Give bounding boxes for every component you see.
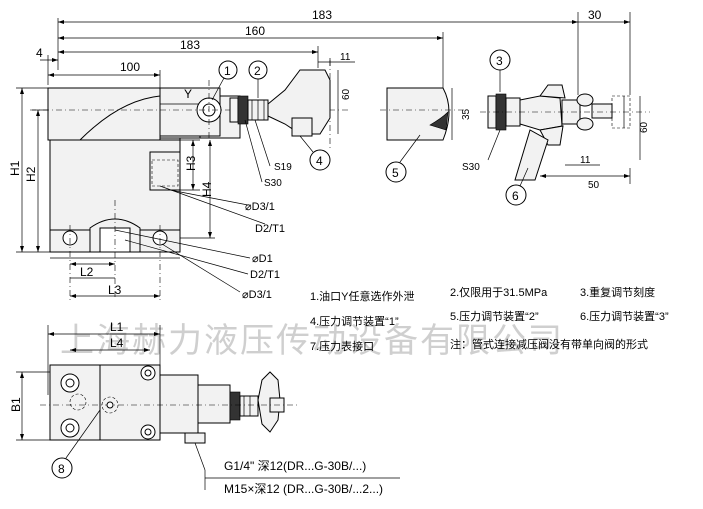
dim-H1: H1 bbox=[8, 160, 22, 176]
label-S30-b: S30 bbox=[462, 162, 480, 173]
top-dimensions: 183 30 160 4 183 100 11 bbox=[36, 8, 631, 95]
note-7: 7.压力表接口 bbox=[310, 341, 375, 353]
dim-L4: L4 bbox=[110, 336, 124, 350]
callouts-front: 1 2 4 bbox=[211, 60, 331, 171]
note-8: 注：管式连接减压阀没有带单向阀的形式 bbox=[450, 339, 648, 351]
adjuster-view-2: 35 5 bbox=[380, 87, 472, 183]
label-D1: ⌀D1 bbox=[252, 253, 273, 265]
note-2: 2.仅限用于31.5MPa bbox=[450, 287, 548, 299]
front-view: 60 H1 H2 bbox=[8, 60, 352, 300]
label-S19: S19 bbox=[274, 162, 292, 173]
dim-100: 100 bbox=[120, 60, 140, 74]
dim-30: 30 bbox=[588, 8, 602, 22]
dim-H3: H3 bbox=[184, 155, 198, 171]
callout-5: 5 bbox=[392, 166, 399, 180]
label-D2-T1-a: D2/T1 bbox=[255, 223, 285, 235]
note-6: 6.压力调节装置“3” bbox=[580, 311, 669, 323]
dim-H4: H4 bbox=[200, 181, 214, 197]
watermark-text: 上海赫力液压传动设备有限公司 bbox=[60, 321, 564, 361]
dim-phi60-top: 60 bbox=[341, 88, 352, 100]
note-3: 3.重复调节刻度 bbox=[580, 287, 656, 299]
label-D2-T1-b: D2/T1 bbox=[250, 269, 280, 281]
dim-L3: L3 bbox=[108, 283, 122, 297]
dim-H2: H2 bbox=[24, 166, 38, 182]
callout-6: 6 bbox=[512, 189, 519, 203]
note-5: 5.压力调节装置“2” bbox=[450, 311, 539, 323]
adjuster-view-3: 60 11 50 S30 3 6 bbox=[462, 49, 650, 206]
dim-L1: L1 bbox=[110, 320, 124, 334]
dim-160: 160 bbox=[245, 24, 265, 38]
label-Y: Y bbox=[184, 87, 192, 101]
label-thread-2: M15×深12 (DR...G-30B/...2...) bbox=[224, 482, 383, 496]
label-D3-1-b: ⌀D3/1 bbox=[242, 289, 272, 301]
note-1: 1.油口Y任意选作外泄 bbox=[310, 291, 415, 303]
front-view-labels: S19 S30 ⌀D3/1 D2/T1 ⌀D1 D2/T1 ⌀D3/1 bbox=[242, 162, 292, 301]
dim-11-right: 11 bbox=[580, 155, 591, 166]
label-S30-a: S30 bbox=[264, 178, 282, 189]
callout-1: 1 bbox=[224, 64, 231, 78]
dim-B1: B1 bbox=[9, 397, 23, 412]
callout-4: 4 bbox=[316, 154, 323, 168]
top-view: L1 L4 B1 bbox=[9, 320, 400, 496]
label-D3-1-a: ⌀D3/1 bbox=[245, 201, 275, 213]
dim-phi60-right: 60 bbox=[639, 121, 650, 133]
dim-phi35: 35 bbox=[461, 108, 472, 120]
callout-8: 8 bbox=[58, 462, 65, 476]
note-4: 4.压力调节装置“1” bbox=[310, 316, 399, 328]
dim-11-top: 11 bbox=[340, 52, 351, 63]
callout-2: 2 bbox=[254, 64, 261, 78]
callout-3: 3 bbox=[496, 54, 503, 68]
dim-183-mid: 183 bbox=[180, 38, 200, 52]
dim-50: 50 bbox=[588, 180, 600, 191]
label-thread-1: G1/4" 深12(DR...G-30B/...) bbox=[224, 459, 366, 473]
dim-4: 4 bbox=[36, 46, 43, 60]
dim-L2: L2 bbox=[80, 265, 94, 279]
dim-183-top: 183 bbox=[312, 8, 332, 22]
